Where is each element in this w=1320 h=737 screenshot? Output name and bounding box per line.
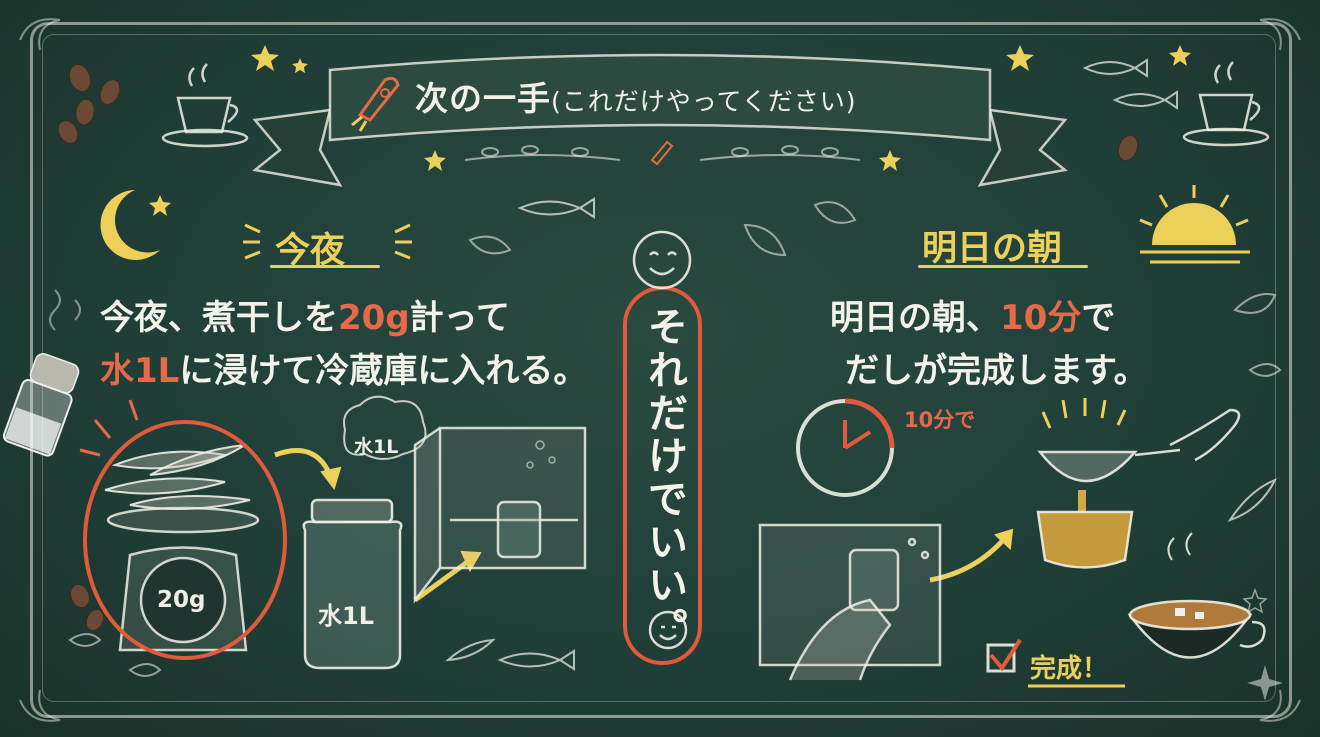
corner-curl-br bbox=[1259, 689, 1301, 722]
tonight-amount-highlight: 20g bbox=[338, 298, 410, 338]
jar-label: 水1L bbox=[318, 602, 374, 630]
broth-bowl-icon bbox=[1036, 490, 1134, 569]
morning-heading: 明日の朝 bbox=[922, 229, 1063, 269]
morning-line-1-text-a: 明日の朝、 bbox=[830, 298, 1000, 338]
morning-heading-underline bbox=[918, 265, 1088, 268]
small-rocket-icon bbox=[650, 140, 674, 166]
banner-subtitle: (これだけやってください) bbox=[551, 87, 857, 116]
banner-title: 次の一手(これだけやってください) bbox=[415, 72, 1015, 122]
salt-shaker-icon bbox=[2, 353, 80, 457]
morning-time-highlight: 10分 bbox=[1000, 298, 1082, 338]
tonight-heading: 今夜 bbox=[275, 231, 346, 271]
done-label: 完成！ bbox=[1030, 654, 1109, 684]
coffee-bean-icons bbox=[57, 63, 1139, 632]
coffee-cup-icon-left bbox=[161, 63, 249, 148]
clock-icon bbox=[796, 398, 895, 497]
leaf-icons bbox=[68, 201, 1282, 677]
scale-highlight-circle bbox=[83, 420, 287, 660]
tonight-water-highlight: 水1L bbox=[100, 351, 180, 391]
miso-soup-icon bbox=[1127, 532, 1266, 659]
checkbox-icon bbox=[986, 638, 1022, 673]
morning-line-1-text-b: で bbox=[1081, 298, 1116, 338]
strainer-icon bbox=[1037, 408, 1241, 483]
rocket-icon bbox=[351, 76, 400, 132]
smiley-icon-top bbox=[632, 230, 692, 290]
morning-line-1: 明日の朝、10分で bbox=[830, 290, 1115, 339]
tonight-line-2-text: に浸けて冷蔵庫に入れる。 bbox=[179, 351, 588, 391]
speech-bubble bbox=[343, 395, 427, 460]
smiley-icon-bottom bbox=[648, 610, 688, 650]
star-outline-icon bbox=[1242, 587, 1268, 614]
vine-decoration bbox=[464, 145, 861, 161]
dried-fish-pile bbox=[104, 444, 251, 510]
speech-bubble-label: 水1L bbox=[354, 436, 399, 458]
heading-accents bbox=[243, 223, 412, 260]
tonight-line-1: 今夜、煮干しを20g計って bbox=[100, 290, 510, 339]
fish-icons bbox=[445, 58, 1278, 671]
corner-curl-tl bbox=[19, 18, 61, 51]
banner-title-main: 次の一手 bbox=[415, 79, 551, 118]
banner-ribbon bbox=[252, 53, 1068, 187]
star-icons bbox=[149, 45, 1191, 216]
scale-icon bbox=[106, 506, 260, 652]
jar-icon bbox=[302, 498, 403, 670]
timer-label: 10分で bbox=[904, 408, 976, 432]
scale-weight-label: 20g bbox=[157, 587, 206, 613]
sparkle-lines-right bbox=[1041, 398, 1127, 429]
tonight-line-1-text-b: 計って bbox=[409, 298, 510, 338]
morning-line-2: だしが完成します。 bbox=[845, 351, 1148, 391]
fridge-icon-left bbox=[413, 426, 587, 604]
sparkle-lines-left bbox=[79, 399, 139, 457]
sparkle-icon bbox=[1247, 665, 1283, 701]
corner-curl-tr bbox=[1259, 18, 1301, 51]
tonight-heading-underline bbox=[270, 265, 380, 268]
tonight-line-2: 水1Lに浸けて冷蔵庫に入れる。 bbox=[100, 343, 587, 392]
fridge-icon-right bbox=[758, 523, 942, 681]
center-vertical-message: それだけでいい。 bbox=[641, 306, 687, 650]
sun-icon bbox=[1139, 185, 1250, 264]
moon-icon bbox=[100, 190, 160, 260]
corner-curl-bl bbox=[19, 689, 61, 722]
tonight-line-1-text-a: 今夜、煮干しを bbox=[100, 298, 338, 338]
coffee-cup-icon-right bbox=[1182, 61, 1270, 147]
